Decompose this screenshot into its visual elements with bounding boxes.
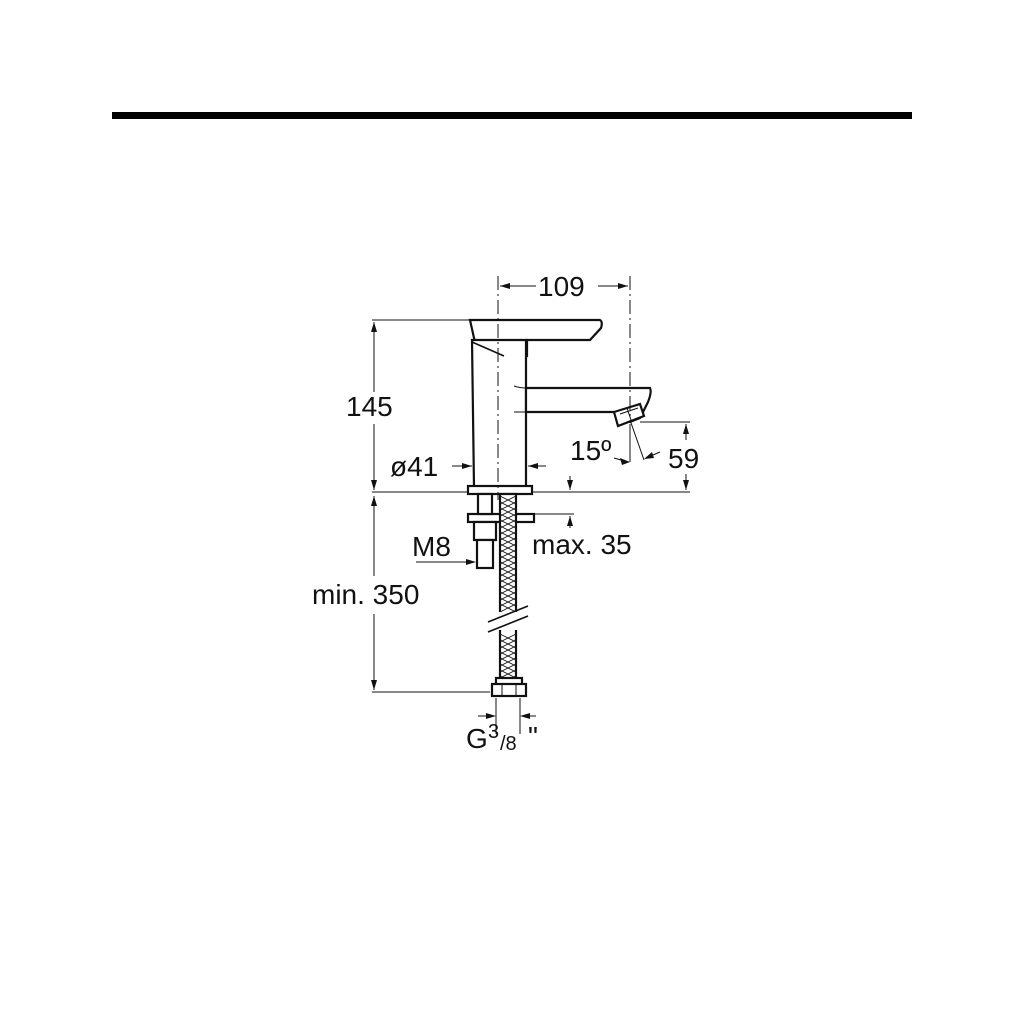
dim-thread: M8 — [412, 531, 451, 562]
faucet-body — [468, 318, 652, 490]
dim-spout-angle: 15º — [570, 435, 611, 466]
header-bar — [112, 112, 912, 119]
dim-connection-main: G — [466, 723, 488, 754]
dim-connection-num: 3 — [488, 721, 499, 743]
dim-max-counter-thickness: max. 35 — [532, 529, 632, 560]
main-column — [470, 338, 528, 490]
dim-height: 145 — [346, 391, 393, 422]
under-counter-assembly — [466, 492, 536, 698]
dim-outlet-height: 59 — [668, 443, 699, 474]
base-plate — [466, 484, 534, 496]
dim-connection: G 3 /8 " — [466, 721, 538, 755]
dim-connection-inch: " — [528, 721, 538, 752]
dim-spout-reach: 109 — [538, 271, 585, 302]
dim-min-hose-length: min. 350 — [312, 579, 419, 610]
dimension-lines — [371, 276, 690, 734]
dim-connection-den: /8 — [500, 733, 517, 755]
lever-slope — [471, 341, 505, 357]
dim-body-diameter: ø41 — [390, 451, 438, 482]
